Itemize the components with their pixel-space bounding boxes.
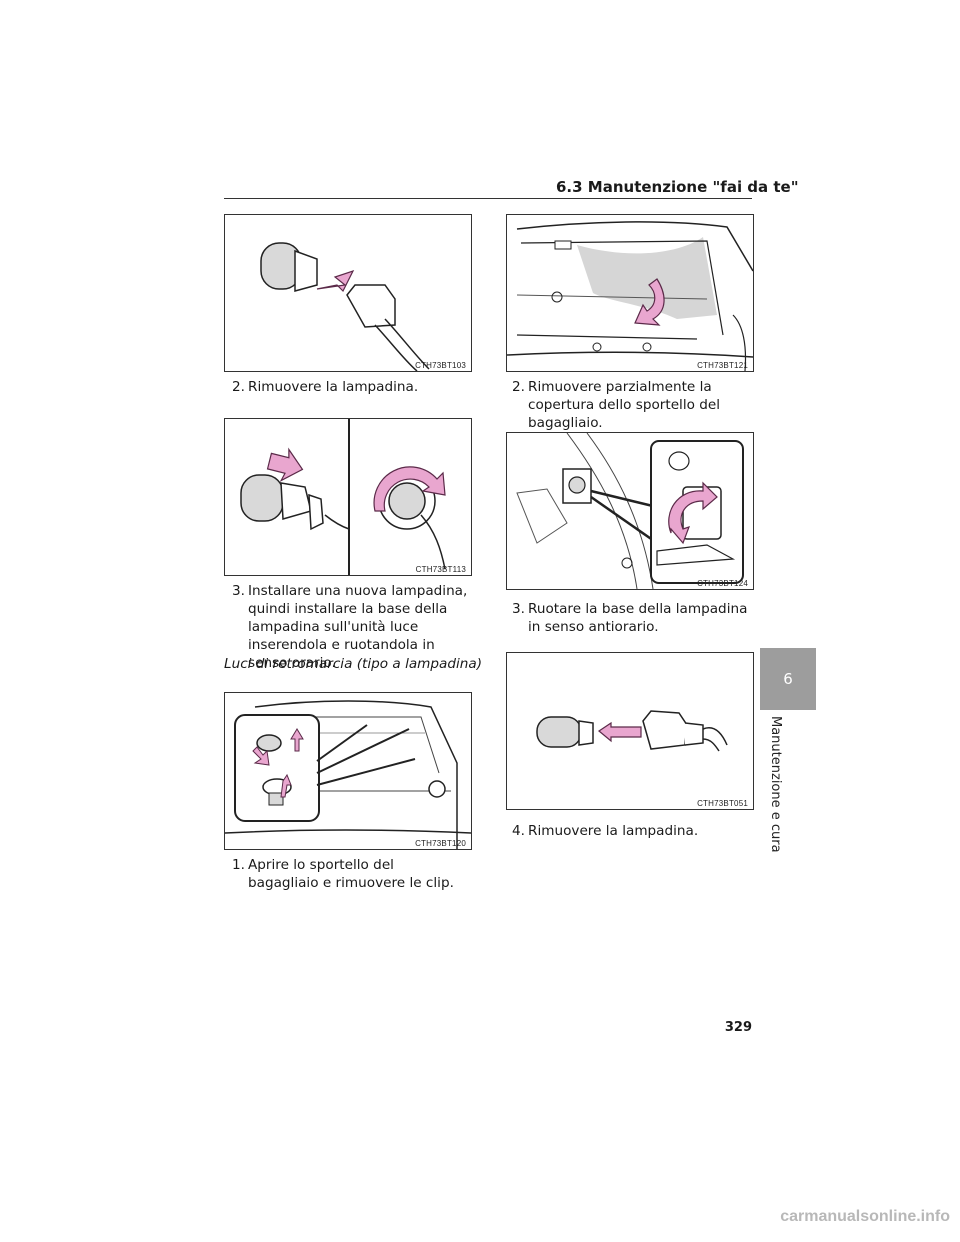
step-text: Aprire lo sportello del bagagliaio e rim… xyxy=(248,857,454,891)
bulb-removal-illustration xyxy=(260,242,430,371)
chapter-tab-label: Manutenzione e cura xyxy=(768,716,783,853)
figure-remove-cover: CTH73BT121 xyxy=(506,214,754,372)
step-text: Rimuovere parzialmente la copertura dell… xyxy=(528,379,721,431)
figure-code: CTH73BT051 xyxy=(697,799,748,808)
step-text: Ruotare la base della lampadina in senso… xyxy=(528,601,748,635)
step-remove-cover: 2. Rimuovere parzialmente la copertura d… xyxy=(512,378,752,432)
figure-remove-bulb: CTH73BT103 xyxy=(224,214,472,372)
figure-code: CTH73BT103 xyxy=(415,361,466,370)
step-text: Installare una nuova lampadina, quindi i… xyxy=(248,583,468,671)
rotate-base-illustration xyxy=(516,433,744,589)
step-number: 1. xyxy=(232,857,245,873)
step-number: 2. xyxy=(232,379,245,395)
step-remove-bulb: 2. Rimuovere la lampadina. xyxy=(232,378,464,396)
step-number: 4. xyxy=(512,823,525,839)
section-title-reverse-lights: Luci di retromarcia (tipo a lampadina) xyxy=(224,656,483,672)
figure-code: CTH73BT121 xyxy=(697,361,748,370)
figure-rotate-base: CTH73BT124 xyxy=(506,432,754,590)
step-text: Rimuovere la lampadina. xyxy=(528,823,699,839)
figure-code: CTH73BT124 xyxy=(697,579,748,588)
figure-code: CTH73BT120 xyxy=(415,839,466,848)
section-header: 6.3 Manutenzione "fai da te" xyxy=(556,178,799,196)
step-number: 3. xyxy=(232,583,245,599)
watermark-text: carmanualsonline.info xyxy=(780,1208,950,1225)
bulb-install-illustration xyxy=(240,419,446,575)
chapter-tab[interactable]: 6 xyxy=(760,648,816,710)
step-install-bulb: 3. Installare una nuova lampadina, quind… xyxy=(232,582,468,672)
step-number: 3. xyxy=(512,601,525,617)
step-number: 2. xyxy=(512,379,525,395)
step-remove-reverse-bulb: 4. Rimuovere la lampadina. xyxy=(512,822,752,840)
step-open-trunk: 1. Aprire lo sportello del bagagliaio e … xyxy=(232,856,468,892)
figure-remove-clips: CTH73BT120 xyxy=(224,692,472,850)
figure-code: CTH73BT113 xyxy=(415,565,466,574)
trunk-clips-illustration xyxy=(225,700,471,849)
header-rule xyxy=(224,198,752,199)
trunk-cover-illustration xyxy=(507,221,753,371)
figure-remove-reverse-bulb: CTH73BT051 xyxy=(506,652,754,810)
step-rotate-base: 3. Ruotare la base della lampadina in se… xyxy=(512,600,752,636)
figure-install-bulb: CTH73BT113 xyxy=(224,418,472,576)
step-text: Rimuovere la lampadina. xyxy=(248,379,419,395)
reverse-bulb-illustration xyxy=(536,710,728,752)
page-number: 329 xyxy=(724,1020,752,1035)
